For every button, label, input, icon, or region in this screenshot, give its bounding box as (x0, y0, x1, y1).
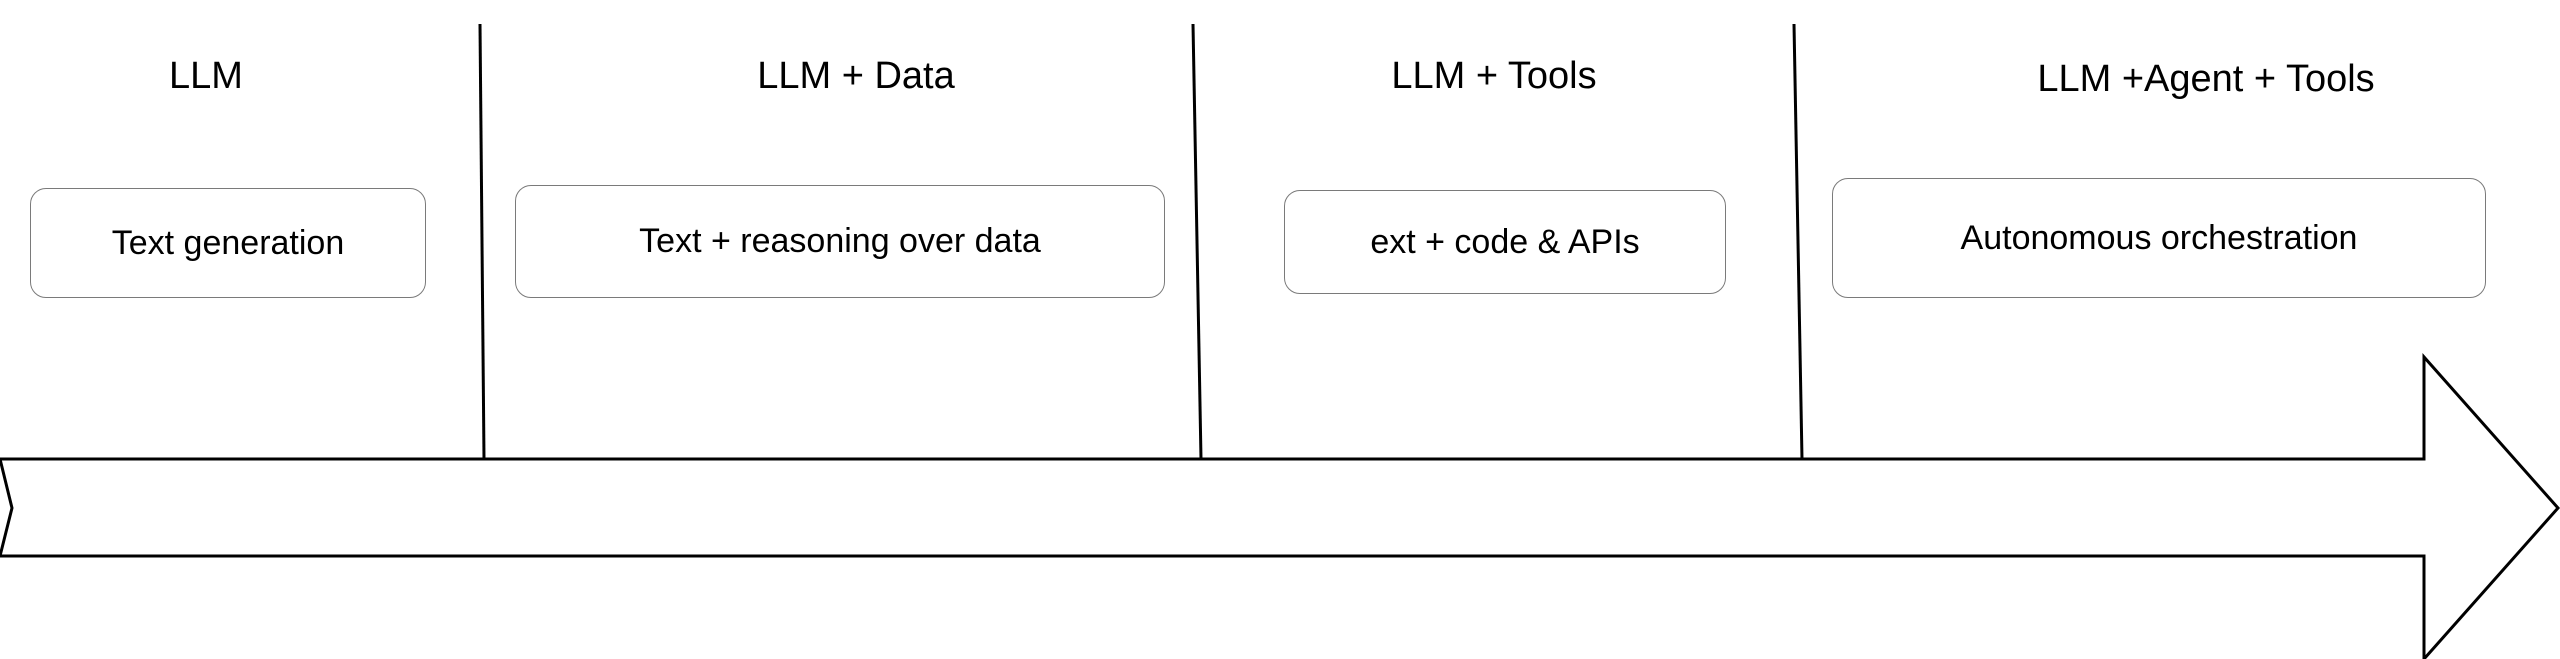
stage-title-llm: LLM (169, 55, 243, 97)
stage-divider-1 (478, 23, 486, 460)
stage-box-reasoning-over-data: Text + reasoning over data (515, 185, 1165, 298)
stage-capability-label: Text generation (111, 223, 345, 262)
stage-title-llm-data: LLM + Data (757, 55, 955, 97)
progression-arrow (0, 353, 2560, 659)
stage-box-autonomous-orchestration: Autonomous orchestration (1832, 178, 2486, 298)
stage-divider-3 (1792, 23, 1804, 460)
stage-box-text-generation: Text generation (30, 188, 426, 298)
stage-divider-2 (1191, 23, 1203, 460)
stage-title-llm-tools: LLM + Tools (1391, 55, 1597, 97)
stage-capability-label: ext + code & APIs (1370, 222, 1640, 261)
stage-box-code-apis: ext + code & APIs (1284, 190, 1726, 294)
stage-title-llm-agent-tools: LLM +Agent + Tools (2037, 58, 2375, 100)
stage-capability-label: Text + reasoning over data (639, 222, 1041, 260)
stage-capability-label: Autonomous orchestration (1960, 218, 2358, 257)
